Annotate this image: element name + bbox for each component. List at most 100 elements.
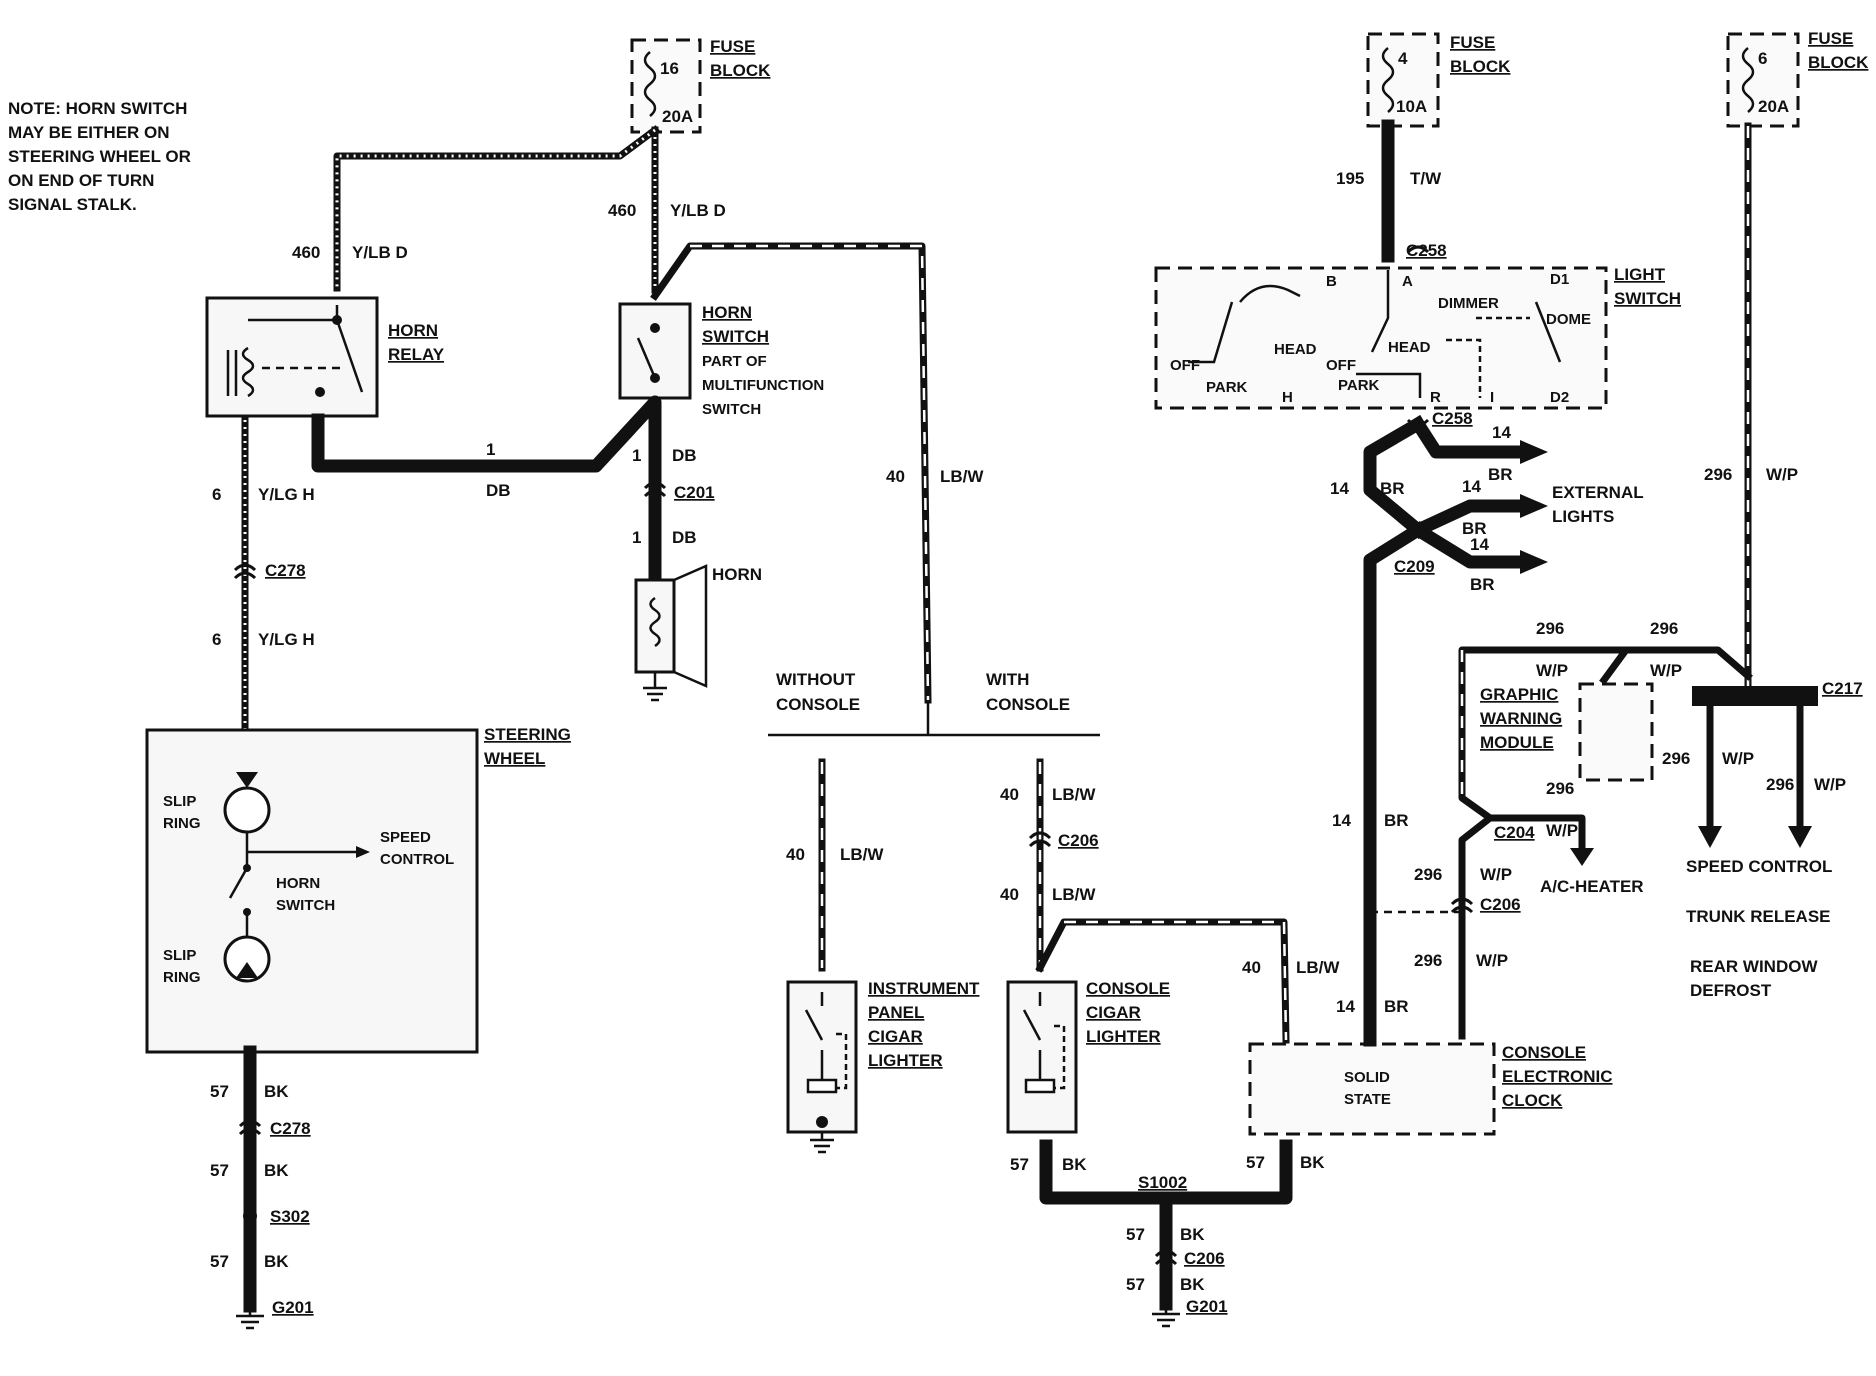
ls-park-1: PARK bbox=[1206, 379, 1248, 396]
wire-195-num: 195 bbox=[1336, 169, 1364, 188]
fuse-6-label-1: FUSE bbox=[1808, 29, 1853, 48]
note-line-2: MAY BE EITHER ON bbox=[8, 123, 170, 142]
wire-57c-color: BK bbox=[264, 1252, 289, 1271]
c206a-mark bbox=[1028, 831, 1052, 848]
fuse-16-label-1: FUSE bbox=[710, 37, 755, 56]
wheel-horn-switch-1: HORN bbox=[276, 875, 320, 892]
fuse-16-outline bbox=[630, 38, 702, 134]
splice-s1002: S1002 bbox=[1138, 1173, 1187, 1192]
steering-wheel-box bbox=[145, 728, 479, 1054]
wire-40a-num: 40 bbox=[886, 467, 905, 486]
ip-lighter-label-1: INSTRUMENT bbox=[868, 979, 980, 998]
horn-switch-box bbox=[618, 302, 692, 400]
c206b-mark bbox=[1450, 897, 1474, 914]
console-cigar-lighter: CONSOLE CIGAR LIGHTER bbox=[1006, 979, 1170, 1134]
note-line-1: NOTE: HORN SWITCH bbox=[8, 99, 187, 118]
relay-core bbox=[226, 350, 238, 396]
wire-195-color: T/W bbox=[1410, 169, 1442, 188]
horn-switch-multifunction: HORN SWITCH PART OF MULTIFUNCTION SWITCH bbox=[618, 302, 824, 418]
c258b-mark bbox=[1406, 418, 1430, 427]
connector-c217: C217 bbox=[1822, 679, 1863, 698]
console-lighter-label-3: LIGHTER bbox=[1086, 1027, 1161, 1046]
wire-14-ext-2 bbox=[1409, 499, 1531, 539]
connector-c206-b: C206 bbox=[1480, 895, 1521, 914]
gwm-label-3: MODULE bbox=[1480, 733, 1554, 752]
fuse-block-4: 4 10A FUSE BLOCK bbox=[1366, 32, 1511, 128]
connector-c201: C201 bbox=[674, 483, 715, 502]
fuse-16-number: 16 bbox=[660, 59, 679, 78]
wire-296: C217 296 W/P 296 W/P 296 W/P 296 W/P 296… bbox=[1414, 122, 1863, 1040]
ls-off-1: OFF bbox=[1170, 357, 1200, 374]
with-console-2: CONSOLE bbox=[986, 695, 1070, 714]
wire-296f-num: 296 bbox=[1766, 775, 1794, 794]
wire-57e-num: 57 bbox=[1246, 1153, 1265, 1172]
wire-14g-color: BR bbox=[1384, 997, 1409, 1016]
wire-1a-color: DB bbox=[486, 481, 511, 500]
fuse-4-rating: 10A bbox=[1396, 97, 1427, 116]
without-console-1: WITHOUT bbox=[776, 670, 856, 689]
wire-14c-num: 14 bbox=[1462, 477, 1481, 496]
wire-14b-color: BR bbox=[1380, 479, 1405, 498]
connector-c206-c: C206 bbox=[1184, 1249, 1225, 1268]
wire-296d-color: W/P bbox=[1546, 821, 1578, 840]
note-line-4: ON END OF TURN bbox=[8, 171, 154, 190]
horn-body bbox=[634, 578, 676, 674]
horn-relay-box bbox=[205, 296, 379, 418]
external-lights-1: EXTERNAL bbox=[1552, 483, 1644, 502]
output-speed-control: SPEED CONTROL bbox=[1686, 857, 1832, 876]
steering-wheel-label-2: WHEEL bbox=[484, 749, 545, 768]
console-electronic-clock: SOLID STATE CONSOLE ELECTRONIC CLOCK bbox=[1248, 1042, 1613, 1136]
wire-296a-color: W/P bbox=[1766, 465, 1798, 484]
wire-14-to-clock bbox=[1363, 521, 1427, 1047]
ls-h: H bbox=[1282, 389, 1293, 406]
ground-g201-a: G201 bbox=[272, 1298, 314, 1317]
ls-head-1: HEAD bbox=[1274, 341, 1317, 358]
ls-r: R bbox=[1430, 389, 1441, 406]
slip-ring-1-icon bbox=[223, 786, 271, 834]
wire-57b-num: 57 bbox=[210, 1161, 229, 1180]
console-clock-box bbox=[1248, 1042, 1496, 1136]
fuse-16-rating: 20A bbox=[662, 107, 693, 126]
note-line-3: STEERING WHEEL OR bbox=[8, 147, 191, 166]
wire-40a-color: LB/W bbox=[940, 467, 984, 486]
connector-c278-a: C278 bbox=[265, 561, 306, 580]
console-lighter-label-1: CONSOLE bbox=[1086, 979, 1170, 998]
ground-g201-left-icon bbox=[236, 1306, 264, 1330]
steering-wheel: SLIP RING SPEED CONTROL HORN SWITCH SLIP… bbox=[145, 725, 571, 1054]
wire-296-to-clock bbox=[1458, 646, 1630, 1040]
wire-57g-color: BK bbox=[1180, 1275, 1205, 1294]
wire-14: C258 14 14 BR 14 BR BR 14 BR C209 14 BR … bbox=[1330, 409, 1644, 1047]
wire-57f-color: BK bbox=[1180, 1225, 1205, 1244]
wire-14b-num: 14 bbox=[1330, 479, 1349, 498]
wire-6: 6 Y/LG H C278 6 Y/LG H bbox=[212, 416, 315, 734]
c206c-mark bbox=[1154, 1249, 1178, 1266]
c278a-mark bbox=[233, 563, 257, 580]
wire-296-to-module bbox=[1599, 646, 1753, 685]
ip-lighter-label-3: CIGAR bbox=[868, 1027, 923, 1046]
wire-296e-color: W/P bbox=[1722, 749, 1754, 768]
slip-ring-2-label-2: RING bbox=[163, 969, 201, 986]
slip-ring-1-label-2: RING bbox=[163, 815, 201, 832]
speed-control-small-1: SPEED bbox=[380, 829, 431, 846]
wire-57-console: 57 BK 57 BK S1002 57 BK C206 57 BK G201 bbox=[1010, 1139, 1325, 1328]
c278b-mark bbox=[238, 1119, 262, 1136]
console-cigar-lighter-box bbox=[1006, 980, 1078, 1134]
relay-coil bbox=[241, 346, 255, 398]
fuse-6-outline bbox=[1726, 32, 1800, 128]
wire-296h-num: 296 bbox=[1414, 951, 1442, 970]
wire-57-steering: 57 BK C278 57 BK S302 57 BK G201 bbox=[210, 1045, 314, 1330]
without-console-2: CONSOLE bbox=[776, 695, 860, 714]
slip-ring-1-label-1: SLIP bbox=[163, 793, 196, 810]
wire-6a-num: 6 bbox=[212, 485, 221, 504]
ip-cigar-lighter: INSTRUMENT PANEL CIGAR LIGHTER bbox=[786, 979, 980, 1154]
wire-296g-color: W/P bbox=[1480, 865, 1512, 884]
horn-relay-label-1: HORN bbox=[388, 321, 438, 340]
wire-296a-num: 296 bbox=[1704, 465, 1732, 484]
console-clock-label-1: CONSOLE bbox=[1502, 1043, 1586, 1062]
wire-57d-color: BK bbox=[1062, 1155, 1087, 1174]
horn-label: HORN bbox=[712, 565, 762, 584]
wire-14d-num: 14 bbox=[1470, 535, 1489, 554]
ip-lighter-ground-icon bbox=[810, 1132, 834, 1154]
fuse-4-number: 4 bbox=[1398, 49, 1408, 68]
